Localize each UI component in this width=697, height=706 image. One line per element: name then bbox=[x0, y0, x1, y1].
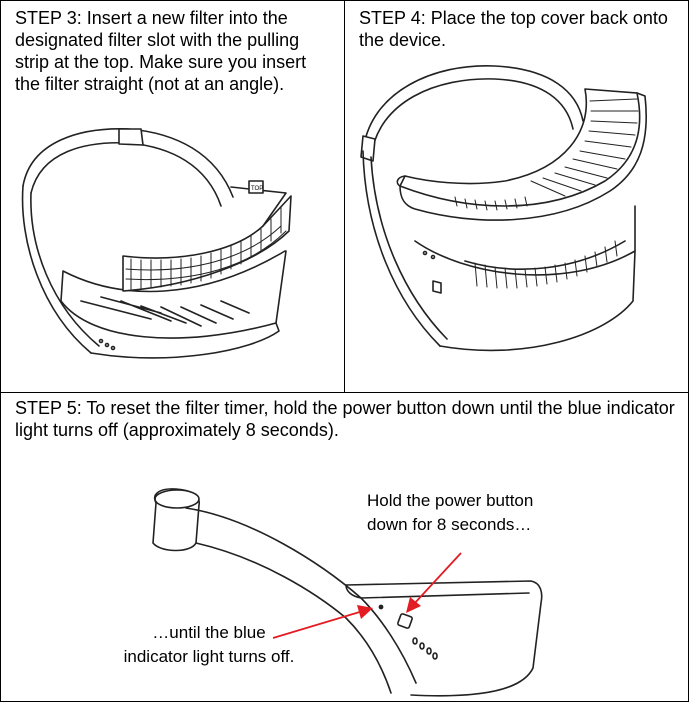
indicator-light-callout: …until the blue indicator light turns of… bbox=[99, 621, 319, 669]
step-4-text: STEP 4: Place the top cover back onto th… bbox=[359, 8, 668, 50]
step-3-text: STEP 3: Insert a new filter into the des… bbox=[15, 8, 307, 94]
step-5-cell: STEP 5: To reset the filter timer, hold … bbox=[1, 393, 688, 701]
light-callout-line-1: …until the blue bbox=[152, 623, 266, 642]
step-3-cell: STEP 3: Insert a new filter into the des… bbox=[1, 1, 345, 393]
step-4-illustration bbox=[360, 65, 648, 352]
step-4-cell: STEP 4: Place the top cover back onto th… bbox=[345, 1, 688, 393]
step-3-illustration: TOP bbox=[21, 128, 292, 359]
step-5-illustration bbox=[152, 488, 543, 697]
step-5-text: STEP 5: To reset the filter timer, hold … bbox=[15, 398, 675, 440]
power-callout-line-2: down for 8 seconds… bbox=[367, 515, 532, 534]
power-callout-line-1: Hold the power button bbox=[367, 491, 534, 510]
light-callout-line-2: indicator light turns off. bbox=[123, 647, 295, 666]
power-button-callout: Hold the power button down for 8 seconds… bbox=[367, 489, 607, 537]
filter-tab-label: TOP bbox=[251, 186, 263, 192]
